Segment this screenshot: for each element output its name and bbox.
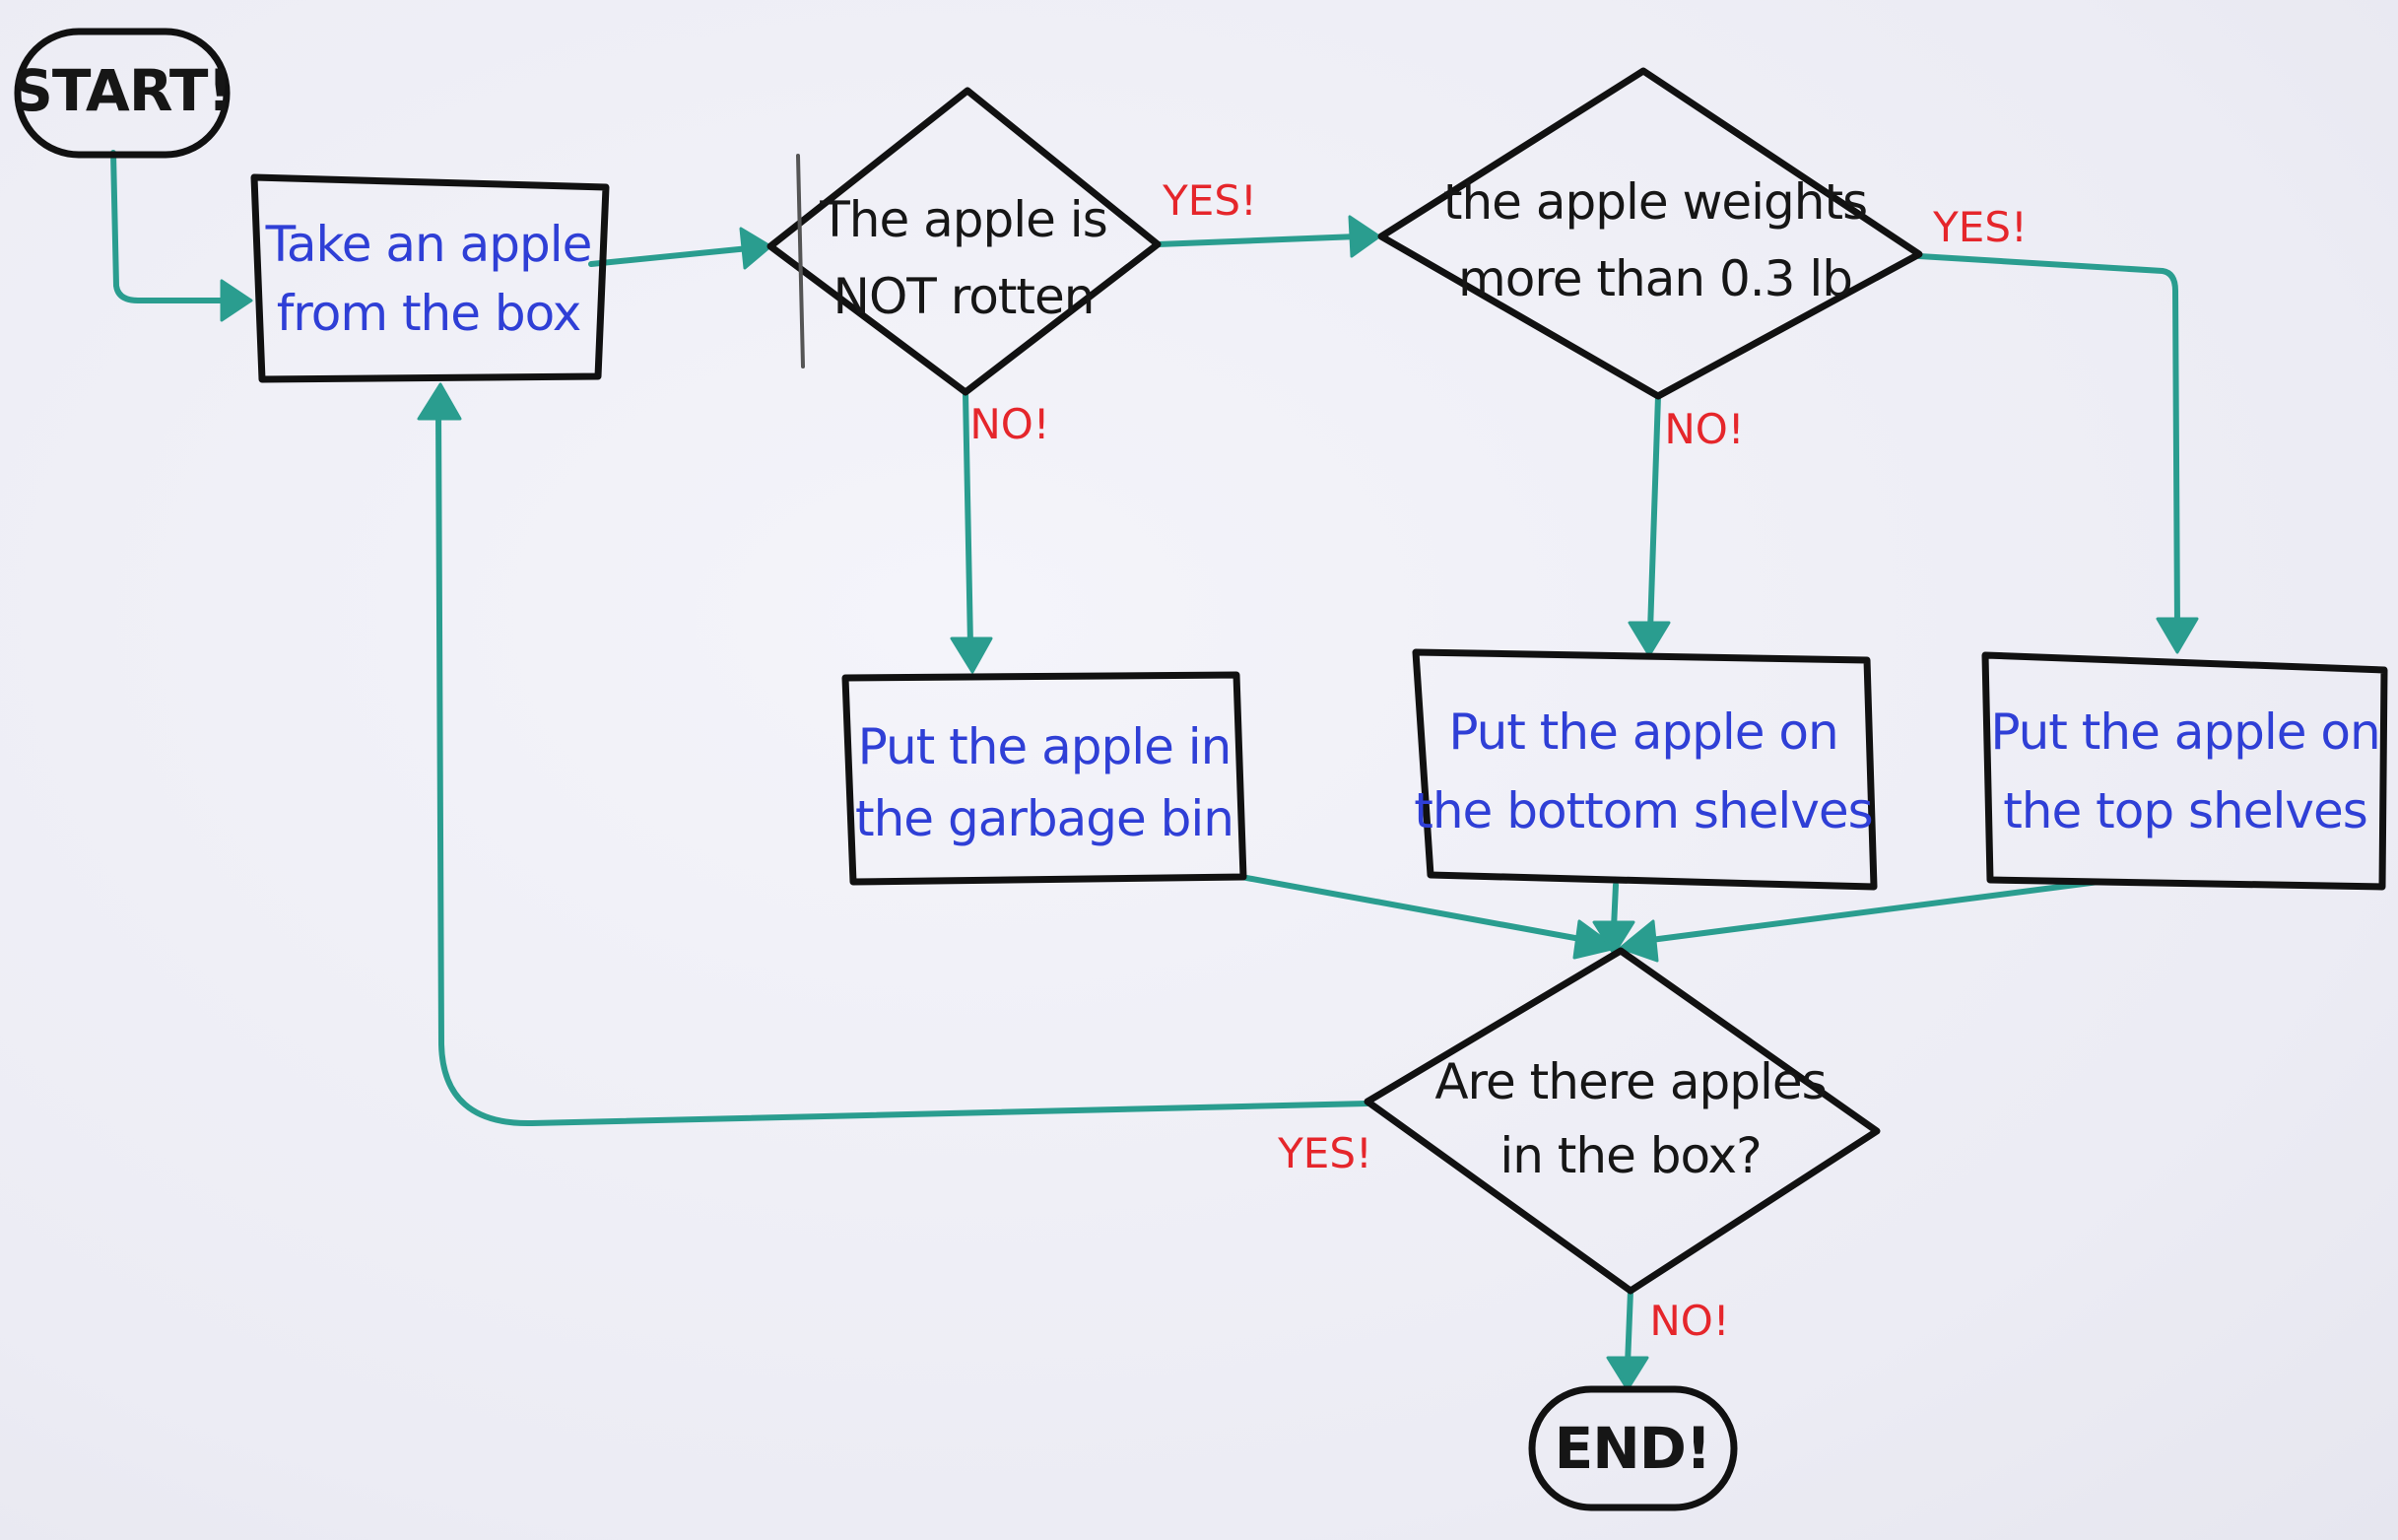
- end-terminal-shape: [1528, 1385, 1738, 1511]
- weight-diamond: [1377, 67, 1923, 400]
- edge-take-to-rotten: [588, 245, 752, 267]
- take-apple-box: [250, 173, 610, 383]
- garbage-box: [841, 671, 1247, 886]
- edge-rotten-no: [963, 391, 973, 648]
- label-more-yes: YES!: [1277, 1129, 1372, 1177]
- take-apple-line-1: Take an apple: [265, 216, 592, 273]
- node-bottom: Put the apple on the bottom shelves: [1412, 648, 1878, 891]
- edge-start-to-take: [110, 150, 234, 303]
- arrowhead-more-yes-loop: [417, 382, 462, 421]
- arrowhead-take-to-rotten: [739, 227, 772, 270]
- start-label: START!: [12, 57, 233, 124]
- edge-labels: YES! NO! YES! NO! YES! NO!: [969, 176, 2028, 1345]
- top-line-2: the top shelves: [2003, 782, 2367, 839]
- arrowhead-more-no: [1606, 1356, 1649, 1391]
- top-box: [1981, 651, 2388, 891]
- label-weight-no: NO!: [1664, 405, 1744, 453]
- more-apples-line-1: Are there apples: [1434, 1053, 1826, 1110]
- label-weight-yes: YES!: [1932, 203, 2028, 251]
- edge-top-to-more: [1640, 879, 2101, 944]
- node-garbage: Put the apple in the garbage bin: [841, 671, 1247, 886]
- label-rotten-yes: YES!: [1162, 176, 1257, 225]
- edge-more-yes-loop: [435, 406, 1370, 1127]
- pencil-mark: [796, 154, 805, 368]
- garbage-line-2: the garbage bin: [855, 790, 1233, 847]
- node-weight: the apple weights more than 0.3 lb: [1377, 67, 1923, 400]
- start-terminal-shape: [14, 28, 231, 159]
- node-top: Put the apple on the top shelves: [1981, 651, 2388, 891]
- label-rotten-no: NO!: [969, 400, 1049, 448]
- node-more-apples: Are there apples in the box?: [1364, 947, 1881, 1295]
- weight-line-1: the apple weights: [1443, 173, 1867, 231]
- arrowhead-weight-yes: [2156, 617, 2199, 654]
- bottom-box: [1412, 648, 1878, 891]
- arrowhead-top-to-more: [1619, 919, 1659, 963]
- weight-line-2: more than 0.3 lb: [1458, 250, 1852, 307]
- node-take-apple: Take an apple from the box: [250, 173, 610, 383]
- bottom-line-1: Put the apple on: [1448, 703, 1837, 761]
- edge-rotten-yes: [1155, 234, 1361, 247]
- arrowhead-bottom-to-more: [1592, 920, 1635, 956]
- take-apple-line-2: from the box: [277, 285, 581, 342]
- arrowhead-rotten-yes: [1348, 215, 1381, 258]
- more-apples-diamond: [1364, 947, 1881, 1295]
- edge-weight-no: [1647, 393, 1661, 634]
- node-start: START!: [12, 28, 233, 159]
- connectors: [110, 150, 2199, 1391]
- garbage-line-1: Put the apple in: [858, 718, 1232, 775]
- arrowhead-start-to-take: [220, 279, 253, 322]
- arrowhead-rotten-no: [950, 636, 993, 674]
- not-rotten-diamond: [766, 87, 1162, 396]
- arrowhead-garbage-to-more: [1572, 919, 1618, 960]
- edge-more-no: [1625, 1288, 1633, 1368]
- edge-garbage-to-more: [1238, 874, 1594, 944]
- label-more-no: NO!: [1649, 1297, 1729, 1345]
- bottom-line-2: the bottom shelves: [1414, 782, 1872, 839]
- top-line-1: Put the apple on: [1990, 703, 2379, 761]
- not-rotten-line-1: The apple is: [819, 191, 1107, 248]
- arrowhead-weight-no: [1628, 621, 1671, 657]
- more-apples-line-2: in the box?: [1499, 1127, 1761, 1184]
- not-rotten-line-2: NOT rotten: [833, 268, 1095, 325]
- edge-weight-yes: [1916, 253, 2180, 629]
- node-not-rotten: The apple is NOT rotten: [766, 87, 1162, 396]
- end-label: END!: [1555, 1415, 1711, 1482]
- node-end: END!: [1528, 1385, 1738, 1511]
